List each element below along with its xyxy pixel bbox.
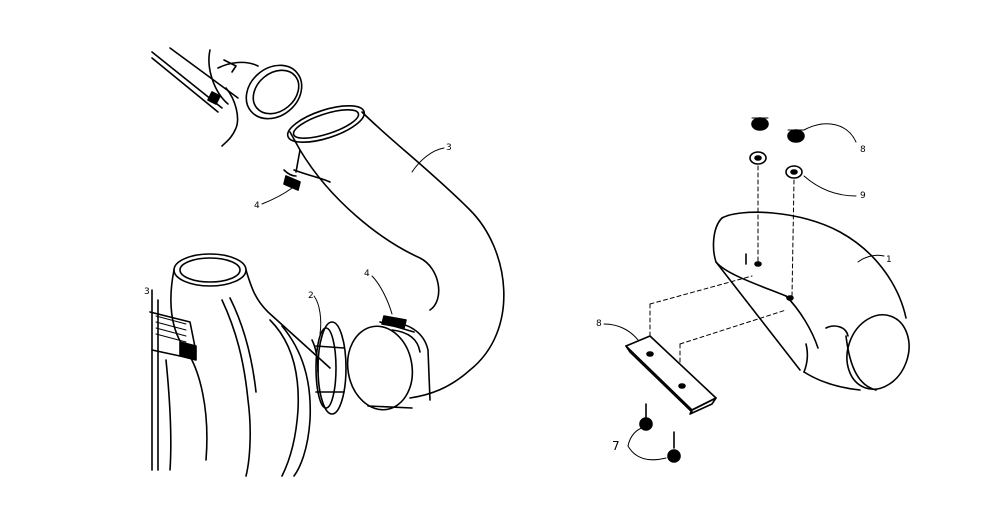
callout-engine-block: 3 [144, 287, 150, 297]
hose-clamp-lower [379, 315, 415, 333]
engine-block [149, 289, 197, 471]
callout-hose-elbow: 3 [446, 143, 452, 153]
mounting-bracket [625, 335, 717, 415]
callout-clamp-lower: 4 [364, 269, 370, 279]
right-assembly: 8 9 1 8 7 [596, 117, 910, 463]
left-callouts: 3 4 4 2 3 [144, 143, 452, 335]
callout-bolts: 7 [612, 439, 620, 453]
callout-bracket: 8 [596, 319, 602, 329]
assembly-guide-lines [649, 165, 795, 381]
nut-set [751, 117, 805, 143]
callout-turbo-outlet: 2 [308, 291, 314, 301]
callout-washers: 9 [860, 191, 866, 201]
elbow-hose [286, 105, 505, 411]
left-assembly: 3 4 4 2 3 [144, 47, 505, 477]
right-callouts: 8 9 1 8 7 [596, 123, 892, 461]
bolt-set [639, 403, 681, 463]
upper-manifold-pipe [151, 47, 259, 147]
hose-clamp-upper [283, 169, 301, 191]
turbo-housing [170, 253, 347, 477]
air-duct [712, 211, 910, 391]
callout-air-duct: 1 [886, 255, 892, 265]
washer-set [749, 151, 803, 179]
upper-ring-clamp [245, 64, 303, 120]
callout-clamp-upper: 4 [254, 201, 260, 211]
callout-nuts: 8 [860, 145, 866, 155]
